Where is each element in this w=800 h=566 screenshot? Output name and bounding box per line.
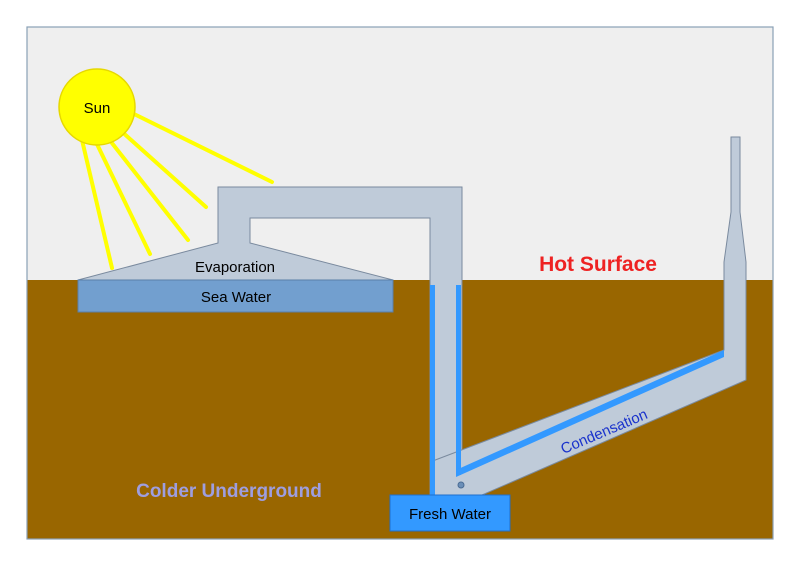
sun-ray	[128, 110, 274, 184]
sea-water-label: Sea Water	[201, 289, 271, 306]
colder-underground-label: Colder Underground	[136, 481, 322, 502]
fresh-water-tank	[389, 494, 511, 532]
shaft-water-left	[430, 285, 435, 495]
sun-ray	[80, 138, 114, 270]
sun-label: Sun	[84, 100, 111, 117]
sea-water-basin	[77, 279, 394, 313]
tube-water-film	[456, 350, 724, 477]
frame-border	[26, 26, 774, 540]
sun-ray	[93, 138, 152, 256]
sun-ray	[106, 136, 190, 242]
shaft-water-right	[456, 285, 461, 475]
sun-icon	[58, 68, 136, 146]
sun-ray	[118, 128, 208, 209]
evaporation-label: Evaporation	[195, 259, 275, 276]
sky-area	[27, 27, 773, 280]
hot-surface-label: Hot Surface	[539, 253, 657, 276]
water-droplet	[457, 481, 465, 489]
fresh-water-label: Fresh Water	[409, 506, 491, 523]
sun-rays	[80, 110, 274, 270]
